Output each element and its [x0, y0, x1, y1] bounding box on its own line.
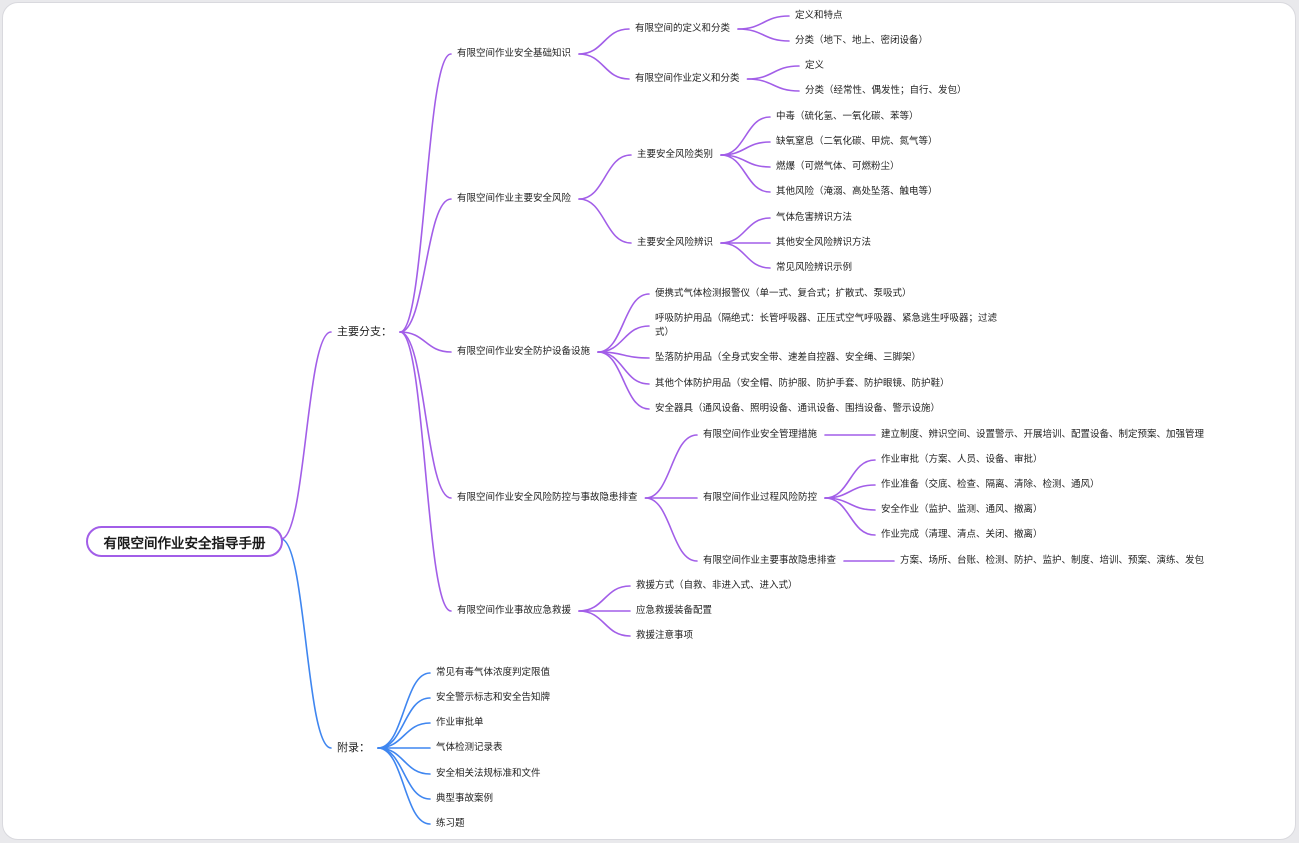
node-a1[interactable]: 常见有毒气体浓度判定限值 — [436, 667, 551, 678]
node-b3b[interactable]: 呼吸防护用品（隔绝式：长管呼吸器、正压式空气呼吸器、紧急逃生呼吸器；过滤式） — [655, 313, 998, 338]
connector-a2 — [377, 697, 431, 749]
connector-b2a4 — [720, 154, 771, 193]
node-b2b[interactable]: 主要安全风险辨识 — [637, 237, 714, 248]
node-a6[interactable]: 典型事故案例 — [436, 793, 494, 804]
node-a5[interactable]: 安全相关法规标准和文件 — [436, 768, 541, 779]
node-b1a2[interactable]: 分类（地下、地上、密闭设备） — [795, 35, 929, 46]
connector-b1a1 — [737, 15, 790, 30]
connector-b5c — [578, 610, 631, 637]
connector-a3 — [377, 722, 431, 749]
node-b4b1[interactable]: 作业审批（方案、人员、设备、审批） — [881, 454, 1043, 465]
connector-b1b2 — [746, 78, 800, 92]
node-b1a[interactable]: 有限空间的定义和分类 — [635, 23, 731, 34]
mindmap-connectors — [280, 15, 895, 825]
node-b1a1[interactable]: 定义和特点 — [795, 10, 843, 21]
connector-b4a — [644, 434, 698, 499]
connector-b4c — [644, 497, 698, 562]
node-b3a[interactable]: 便携式气体检测报警仪（单一式、复合式；扩散式、泵吸式） — [655, 288, 912, 299]
node-b4b4[interactable]: 作业完成（清理、清点、关闭、撤离） — [881, 529, 1043, 540]
connector-main — [280, 331, 332, 540]
node-b2a[interactable]: 主要安全风险类别 — [637, 149, 714, 160]
node-b5a[interactable]: 救援方式（自救、非进入式、进入式） — [636, 580, 798, 591]
node-b4[interactable]: 有限空间作业安全风险防控与事故隐患排查 — [457, 492, 638, 503]
connector-b1b1 — [746, 65, 800, 80]
node-b2b3[interactable]: 常见风险辨识示例 — [776, 262, 853, 273]
node-b4a1[interactable]: 建立制度、辨识空间、设置警示、开展培训、配置设备、制定预案、加强管理 — [881, 429, 1205, 440]
connector-b4b4 — [824, 497, 876, 536]
node-a7[interactable]: 练习题 — [436, 818, 465, 829]
connector-b1a2 — [737, 28, 790, 42]
node-b2a3[interactable]: 燃爆（可燃气体、可燃粉尘） — [776, 161, 900, 172]
node-b2b1[interactable]: 气体危害辨识方法 — [776, 212, 853, 223]
connector-b1b — [578, 53, 630, 80]
node-b1[interactable]: 有限空间作业安全基础知识 — [457, 48, 572, 59]
connector-b4 — [399, 331, 452, 499]
node-b1b1[interactable]: 定义 — [805, 60, 825, 71]
node-b1b2[interactable]: 分类（经常性、偶发性；自行、发包） — [805, 85, 967, 96]
connector-b3e — [597, 351, 650, 410]
root-node[interactable]: 有限空间作业安全指导手册 — [86, 526, 283, 557]
connector-b2b1 — [720, 217, 771, 244]
node-b2a2[interactable]: 缺氧窒息（二氧化碳、甲烷、氮气等） — [776, 136, 938, 147]
node-b4c[interactable]: 有限空间作业主要事故隐患排查 — [703, 555, 837, 566]
connector-b3b — [597, 325, 650, 353]
connector-a7 — [377, 747, 431, 825]
node-b3[interactable]: 有限空间作业安全防护设备设施 — [457, 346, 591, 357]
connector-b1 — [399, 53, 452, 333]
connector-b2b3 — [720, 242, 771, 269]
node-main[interactable]: 主要分支： — [337, 325, 392, 338]
connector-b1a — [578, 28, 630, 55]
node-a2[interactable]: 安全警示标志和安全告知牌 — [436, 692, 551, 703]
node-b5b[interactable]: 应急救援装备配置 — [636, 605, 713, 616]
connector-b2a — [578, 154, 632, 200]
node-b4b2[interactable]: 作业准备（交底、检查、隔离、清除、检测、通风） — [881, 479, 1100, 490]
connector-a5 — [377, 747, 431, 775]
connector-a1 — [377, 672, 431, 749]
connector-b2b — [578, 198, 632, 244]
connector-app — [280, 538, 332, 749]
node-b5[interactable]: 有限空间作业事故应急救援 — [457, 605, 572, 616]
node-b2b2[interactable]: 其他安全风险辨识方法 — [776, 237, 872, 248]
connector-b3 — [399, 331, 452, 353]
node-a4[interactable]: 气体检测记录表 — [436, 742, 503, 753]
node-b3d[interactable]: 其他个体防护用品（安全帽、防护服、防护手套、防护眼镜、防护鞋） — [655, 378, 950, 389]
node-app[interactable]: 附录： — [337, 741, 370, 754]
node-b3c[interactable]: 坠落防护用品（全身式安全带、速差自控器、安全绳、三脚架） — [655, 352, 922, 363]
node-b1b[interactable]: 有限空间作业定义和分类 — [635, 73, 740, 84]
node-b4a[interactable]: 有限空间作业安全管理措施 — [703, 429, 818, 440]
node-b5c[interactable]: 救援注意事项 — [636, 630, 694, 641]
connector-b3a — [597, 293, 650, 353]
node-b2[interactable]: 有限空间作业主要安全风险 — [457, 193, 572, 204]
node-b3e[interactable]: 安全器具（通风设备、照明设备、通讯设备、围挡设备、警示设施） — [655, 403, 941, 414]
node-b2a1[interactable]: 中毒（硫化氢、一氧化碳、苯等） — [776, 111, 919, 122]
node-b4c1[interactable]: 方案、场所、台账、检测、防护、监护、制度、培训、预案、演练、发包 — [900, 555, 1205, 566]
node-b2a4[interactable]: 其他风险（淹溺、高处坠落、触电等） — [776, 186, 938, 197]
node-a3[interactable]: 作业审批单 — [436, 717, 484, 728]
connector-b5a — [578, 585, 631, 612]
node-b4b3[interactable]: 安全作业（监护、监测、通风、撤离） — [881, 504, 1043, 515]
connector-b2 — [399, 198, 452, 333]
node-b4b[interactable]: 有限空间作业过程风险防控 — [703, 492, 818, 503]
connector-b5 — [399, 331, 452, 612]
